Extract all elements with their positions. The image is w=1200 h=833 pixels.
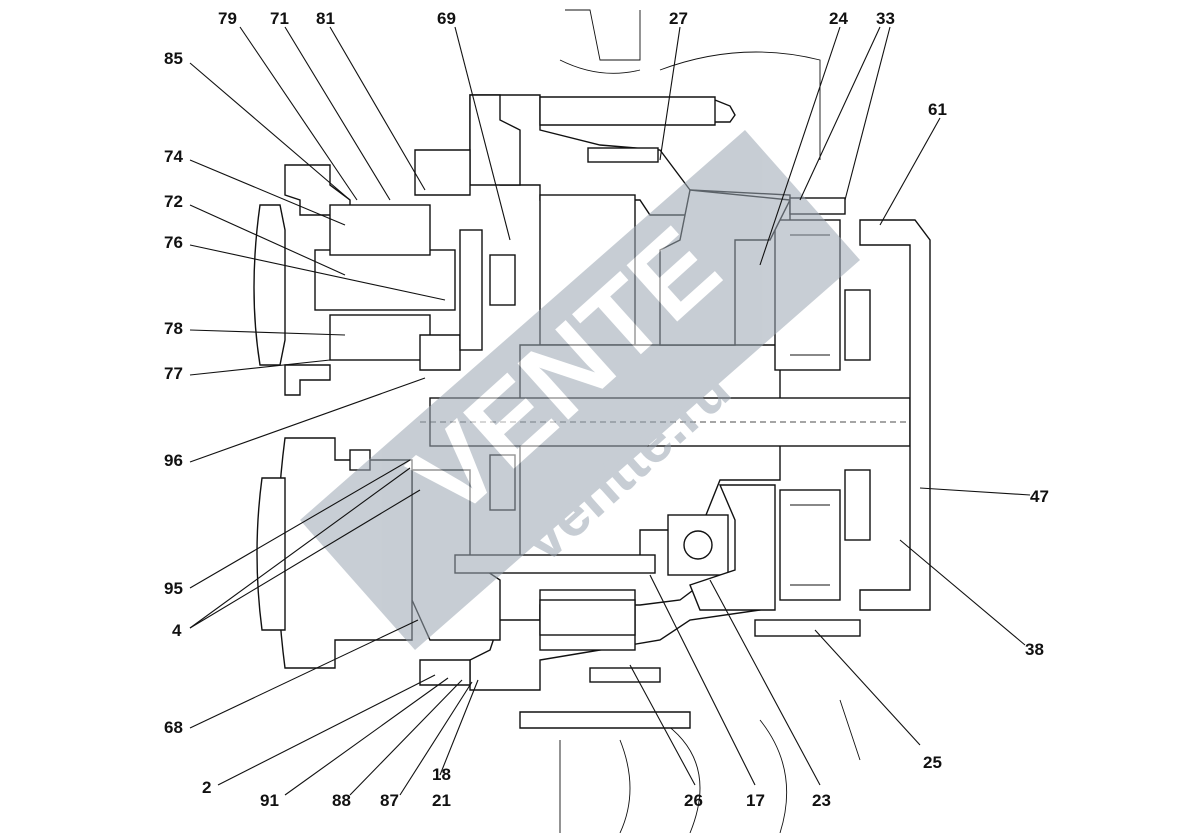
callout-68: 68 [164, 718, 183, 737]
callout-2: 2 [202, 778, 211, 797]
armature-plate [414, 149, 471, 196]
callout-61: 61 [928, 100, 947, 119]
callout-25: 25 [923, 753, 942, 772]
callout-27: 27 [669, 9, 688, 28]
callout-23: 23 [812, 791, 831, 810]
planet-pin [539, 599, 636, 636]
cone-housing-lower [689, 484, 776, 611]
callout-72: 72 [164, 192, 183, 211]
callout-18: 18 [432, 765, 451, 784]
callout-78: 78 [164, 319, 183, 338]
callout-79: 79 [218, 9, 237, 28]
lower-frame-outline [559, 699, 861, 833]
brake-coil-upper [329, 204, 431, 256]
callout-77: 77 [164, 364, 183, 383]
callout-74: 74 [164, 147, 183, 166]
pinion-upper [489, 254, 516, 306]
callout-24: 24 [829, 9, 848, 28]
stud-bolt-bottom [519, 711, 691, 729]
callout-88: 88 [332, 791, 351, 810]
cover-insert-lower [844, 469, 871, 541]
callout-87: 87 [380, 791, 399, 810]
cover-insert-upper [844, 289, 871, 361]
leader-lines [189, 26, 1031, 796]
end-cover [859, 219, 931, 611]
bolt-27 [587, 147, 659, 163]
brake-hub [314, 249, 456, 311]
callout-95: 95 [164, 579, 183, 598]
callout-81: 81 [316, 9, 335, 28]
callout-21: 21 [432, 791, 451, 810]
bolt-26 [589, 667, 661, 683]
stud-bolt-top [539, 96, 736, 126]
callout-4: 4 [172, 621, 182, 640]
brake-housing-bottom [284, 364, 331, 396]
callout-38: 38 [1025, 640, 1044, 659]
callout-76: 76 [164, 233, 183, 252]
armature-plate-lower [419, 334, 461, 371]
callout-85: 85 [164, 49, 183, 68]
callout-71: 71 [270, 9, 289, 28]
brake-coil-lower [329, 314, 431, 361]
watermark-band [300, 130, 860, 650]
ball-lower [683, 530, 713, 560]
callout-69: 69 [437, 9, 456, 28]
callout-33: 33 [876, 9, 895, 28]
bolt-25 [754, 619, 861, 637]
brake-flange-left [253, 204, 286, 366]
callout-91: 91 [260, 791, 279, 810]
callout-47: 47 [1030, 487, 1049, 506]
outer-frame-outline [559, 9, 821, 160]
callout-26: 26 [684, 791, 703, 810]
callout-96: 96 [164, 451, 183, 470]
callout-17: 17 [746, 791, 765, 810]
seal-ring-lower [419, 659, 471, 686]
brake-disc [459, 229, 483, 351]
roller-bearing-lower [779, 489, 841, 601]
callout-labels: 79 71 81 69 27 24 33 85 74 72 76 78 77 9… [164, 9, 1049, 810]
motor-fan-cover [256, 477, 286, 631]
